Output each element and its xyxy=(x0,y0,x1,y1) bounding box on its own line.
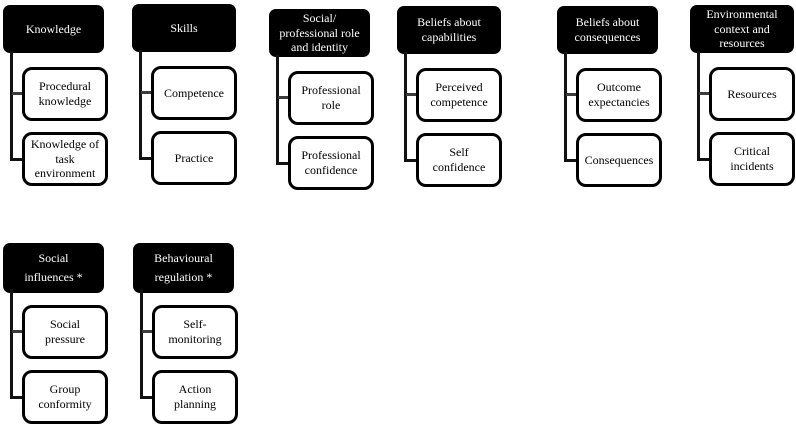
connector-branch-line xyxy=(142,396,153,399)
connector-vertical-line xyxy=(697,51,700,161)
connector-branch-line xyxy=(699,158,710,161)
connector-branch-line xyxy=(12,92,23,95)
connector-vertical-line xyxy=(10,51,13,161)
connector-vertical-line xyxy=(404,52,407,162)
domain-header: Environmental context and resources xyxy=(690,5,794,53)
construct-box: Professional confidence xyxy=(288,136,374,190)
construct-box: Competence xyxy=(151,66,237,120)
connector-vertical-line xyxy=(276,55,279,165)
connector-branch-line xyxy=(699,92,710,95)
construct-box: Practice xyxy=(151,131,237,185)
construct-box: Critical incidents xyxy=(709,132,795,186)
connector-vertical-line xyxy=(10,289,13,399)
connector-branch-line xyxy=(141,157,152,160)
group-beliefs-about-capabilities: Beliefs about capabilities Perceived com… xyxy=(397,6,509,190)
connector-branch-line xyxy=(406,159,417,162)
connector-vertical-line xyxy=(564,52,567,162)
connector-vertical-line xyxy=(139,50,142,160)
domain-header: Beliefs about capabilities xyxy=(397,6,501,54)
connector-branch-line xyxy=(142,330,153,333)
construct-box: Perceived competence xyxy=(416,68,502,122)
connector-branch-line xyxy=(12,330,23,333)
domain-header: Social/ professional role and identity xyxy=(269,9,370,57)
connector-branch-line xyxy=(406,93,417,96)
domain-header: Social influences * xyxy=(3,243,104,293)
domain-header: Knowledge xyxy=(3,5,104,53)
connector-branch-line xyxy=(566,93,577,96)
construct-box: Social pressure xyxy=(22,305,108,359)
construct-box: Self confidence xyxy=(416,133,502,187)
domain-header: Skills xyxy=(132,4,236,52)
group-environmental-context-resources: Environmental context and resources Reso… xyxy=(690,5,796,189)
construct-box: Consequences xyxy=(576,133,662,187)
group-knowledge: Knowledge Procedural knowledge Knowledge… xyxy=(3,5,115,189)
connector-branch-line xyxy=(12,158,23,161)
group-beliefs-about-consequences: Beliefs about consequences Outcome expec… xyxy=(557,6,669,190)
group-skills: Skills Competence Practice xyxy=(132,4,244,188)
construct-box: Resources xyxy=(709,67,795,121)
connector-branch-line xyxy=(278,162,289,165)
construct-box: Professional role xyxy=(288,71,374,125)
construct-box: Self- monitoring xyxy=(152,305,238,359)
connector-branch-line xyxy=(12,396,23,399)
connector-branch-line xyxy=(278,96,289,99)
construct-box: Knowledge of task environment xyxy=(22,132,108,186)
construct-box: Outcome expectancies xyxy=(576,68,662,122)
group-social-professional-role-identity: Social/ professional role and identity P… xyxy=(269,9,381,193)
domain-header: Beliefs about consequences xyxy=(557,6,658,54)
domain-header: Behavioural regulation * xyxy=(133,243,234,293)
construct-box: Action planning xyxy=(152,370,238,424)
connector-branch-line xyxy=(141,91,152,94)
connector-branch-line xyxy=(566,159,577,162)
group-behavioural-regulation: Behavioural regulation * Self- monitorin… xyxy=(133,243,245,426)
construct-box: Group conformity xyxy=(22,370,108,424)
connector-vertical-line xyxy=(140,289,143,399)
construct-box: Procedural knowledge xyxy=(22,67,108,121)
group-social-influences: Social influences * Social pressure Grou… xyxy=(3,243,115,426)
